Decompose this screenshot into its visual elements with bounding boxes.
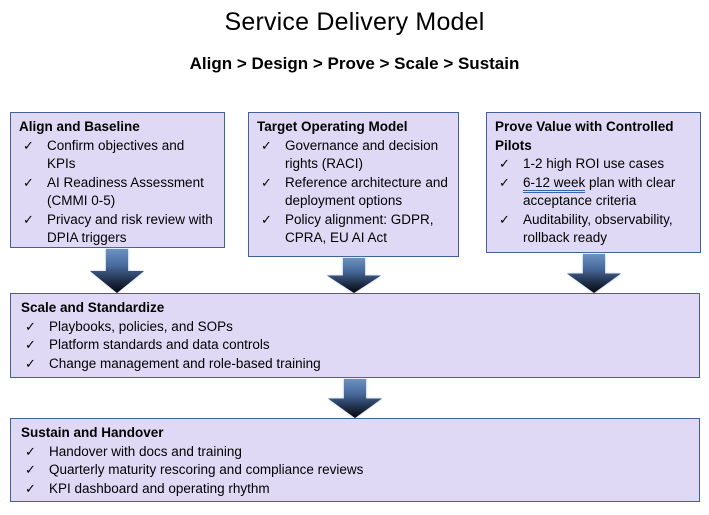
list-item: ✓ Policy alignment: GDPR, CPRA, EU AI Ac… [257, 211, 450, 248]
check-icon: ✓ [25, 318, 36, 334]
box-align-and-baseline: Align and Baseline ✓ Confirm objectives … [10, 112, 225, 248]
list-item: ✓ Confirm objectives and KPIs [19, 137, 216, 174]
list-item-text: Policy alignment: GDPR, CPRA, EU AI Act [285, 211, 434, 246]
box-target-operating-model: Target Operating Model ✓ Governance and … [248, 112, 459, 257]
list-item-text: Handover with docs and training [49, 443, 242, 459]
down-arrow-shape [328, 379, 382, 418]
list-item: ✓ 1-2 high ROI use cases [495, 155, 692, 174]
box-align-title: Align and Baseline [19, 119, 140, 134]
list-item: ✓ Reference architecture and deployment … [257, 174, 450, 211]
check-icon: ✓ [499, 211, 510, 227]
down-arrow-icon [328, 379, 382, 418]
list-item-text: Quarterly maturity rescoring and complia… [49, 462, 364, 477]
check-icon: ✓ [25, 480, 36, 496]
check-icon: ✓ [261, 211, 272, 227]
list-item-text: Change management and role-based trainin… [49, 355, 321, 371]
check-icon: ✓ [23, 211, 34, 227]
list-item: ✓ Playbooks, policies, and SOPs [21, 318, 691, 337]
box-scale-title: Scale and Standardize [21, 300, 165, 315]
list-item-text: 6-12 week plan with clear acceptance cri… [523, 174, 692, 211]
list-item-text: AI Readiness Assessment (CMMI 0-5) [47, 174, 204, 209]
box-scale-list: ✓ Playbooks, policies, and SOPs ✓ Platfo… [21, 318, 691, 374]
page-title: Service Delivery Model [224, 8, 485, 36]
list-item-text: Governance and decision rights (RACI) [285, 137, 439, 172]
list-item: ✓ Platform standards and data controls [21, 336, 691, 355]
down-arrow-icon [90, 249, 144, 293]
box-sustain-title: Sustain and Handover [21, 425, 164, 440]
check-icon: ✓ [25, 462, 36, 477]
box-prove-title: Prove Value with Controlled Pilots [495, 119, 674, 153]
box-prove-value-pilots: Prove Value with Controlled Pilots ✓ 1-2… [486, 112, 701, 253]
check-icon: ✓ [261, 174, 272, 190]
check-icon: ✓ [25, 337, 36, 352]
check-icon: ✓ [25, 355, 36, 371]
check-icon: ✓ [499, 174, 510, 190]
down-arrow-shape [567, 254, 621, 293]
check-icon: ✓ [499, 156, 510, 171]
underlined-duration-text: 6-12 week [523, 174, 586, 193]
down-arrow-shape [90, 249, 144, 293]
down-arrow-icon [567, 254, 621, 293]
list-item: ✓ Handover with docs and training [21, 443, 691, 462]
list-item-text: Privacy and risk review with DPIA trigge… [47, 211, 213, 246]
list-item: ✓ KPI dashboard and operating rhythm [21, 480, 691, 499]
list-item-text: Auditability, observability, rollback re… [523, 211, 673, 246]
box-prove-list: ✓ 1-2 high ROI use cases ✓ 6-12 week pla… [495, 155, 692, 248]
check-icon: ✓ [261, 137, 272, 153]
box-target-list: ✓ Governance and decision rights (RACI) … [257, 137, 450, 248]
list-item-text: KPI dashboard and operating rhythm [49, 480, 270, 496]
list-item-text: Confirm objectives and KPIs [47, 137, 185, 172]
down-arrow-icon [327, 258, 381, 293]
list-item: ✓ Auditability, observability, rollback … [495, 211, 692, 248]
list-item: ✓ Change management and role-based train… [21, 355, 691, 374]
list-item: ✓ Governance and decision rights (RACI) [257, 137, 450, 174]
box-sustain-list: ✓ Handover with docs and training ✓ Quar… [21, 443, 691, 499]
list-item-text: Playbooks, policies, and SOPs [49, 318, 233, 334]
list-item: ✓ 6-12 week plan with clear acceptance c… [495, 174, 692, 211]
down-arrow-shape [327, 258, 381, 293]
list-item-text: 1-2 high ROI use cases [523, 156, 665, 171]
box-target-title: Target Operating Model [257, 119, 408, 134]
box-align-list: ✓ Confirm objectives and KPIs ✓ AI Readi… [19, 137, 216, 248]
list-item-text: Platform standards and data controls [49, 337, 270, 352]
check-icon: ✓ [23, 174, 34, 190]
list-item-text: Reference architecture and deployment op… [285, 174, 448, 209]
process-subtitle: Align > Design > Prove > Scale > Sustain [189, 54, 520, 73]
list-item: ✓ Quarterly maturity rescoring and compl… [21, 461, 691, 480]
box-sustain-and-handover: Sustain and Handover ✓ Handover with doc… [10, 418, 700, 502]
list-item: ✓ AI Readiness Assessment (CMMI 0-5) [19, 174, 216, 211]
check-icon: ✓ [23, 137, 34, 153]
list-item: ✓ Privacy and risk review with DPIA trig… [19, 211, 216, 248]
list-item-text-rest: plan with clear acceptance criteria [523, 174, 676, 209]
check-icon: ✓ [25, 443, 36, 459]
box-scale-and-standardize: Scale and Standardize ✓ Playbooks, polic… [10, 293, 700, 378]
